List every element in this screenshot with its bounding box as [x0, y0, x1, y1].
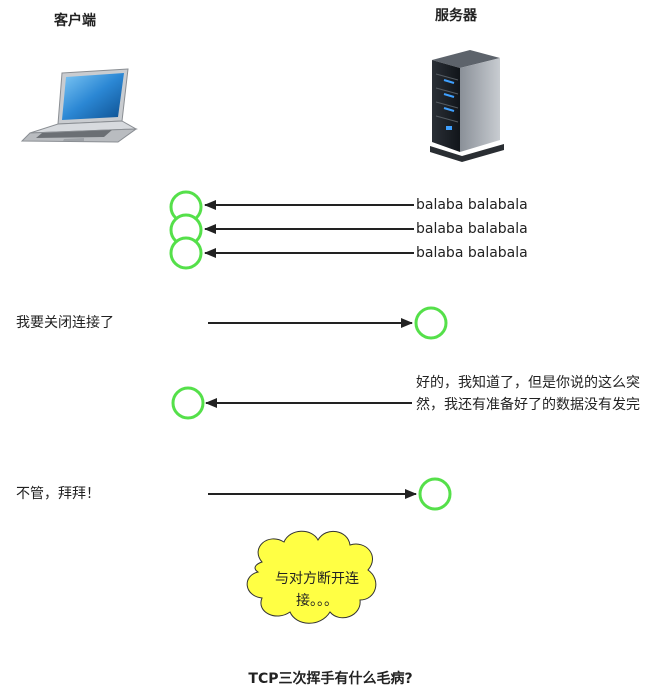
diagram-caption: TCP三次挥手有什么毛病? — [248, 671, 413, 687]
cloud-text-line-2: 接。。。 — [296, 593, 338, 609]
client-receive-circle-3 — [169, 236, 203, 270]
server-tower-icon — [430, 50, 504, 162]
server-msg-label-1: balaba balabala — [416, 197, 528, 213]
client-header: 客户端 — [54, 13, 96, 29]
client-receive-circle-reply — [171, 386, 205, 420]
client-bye-label: 不管，拜拜！ — [16, 486, 100, 502]
thought-cloud-shape — [246, 530, 377, 624]
laptop-icon — [20, 68, 138, 143]
server-header: 服务器 — [435, 8, 477, 24]
server-reply-label: 好的，我知道了，但是你说的这么突然，我还有准备好了的数据没有发完 — [416, 375, 640, 413]
server-receive-circle-bye — [418, 477, 452, 511]
server-msg-label-3: balaba balabala — [416, 245, 528, 261]
client-close-label: 我要关闭连接了 — [16, 315, 114, 331]
server-receive-circle-close — [414, 306, 448, 340]
cloud-text: 与对方断开连 接。。。 — [262, 568, 372, 612]
server-msg-label-2: balaba balabala — [416, 221, 528, 237]
cloud-text-line-1: 与对方断开连 — [275, 571, 359, 587]
